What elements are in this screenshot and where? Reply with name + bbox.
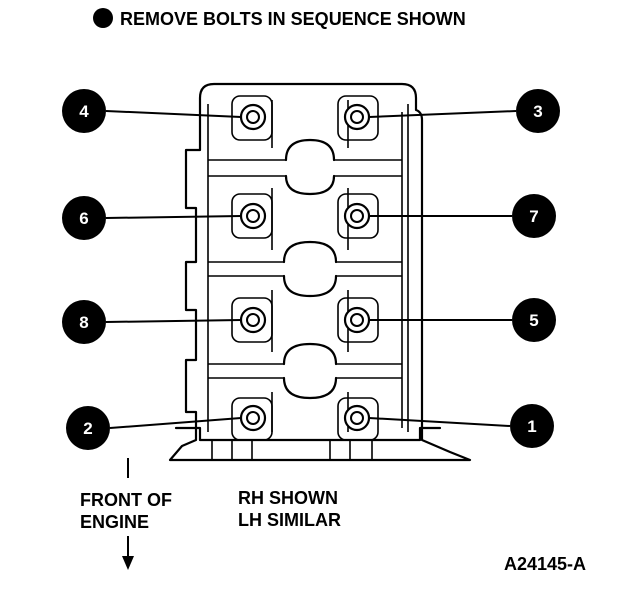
bolt-head-icon [343, 103, 371, 131]
bolt-sequence-layer: 4 3 6 7 8 5 2 1 [62, 89, 560, 450]
bolt-head-icon [239, 306, 267, 334]
bolt-center-icon [246, 411, 260, 425]
bolt-head-icon [239, 404, 267, 432]
leader-line [105, 110, 242, 118]
bolt-callout-3: 3 [343, 89, 560, 133]
leader-line [105, 215, 242, 219]
arrow-down-icon [122, 556, 134, 570]
bolt-callout-4: 4 [62, 89, 267, 133]
bolt-head-icon [239, 202, 267, 230]
leader-line [105, 319, 242, 323]
bolt-callout-2: 2 [66, 404, 267, 450]
sequence-marker [510, 404, 554, 448]
bolt-callout-6: 6 [62, 196, 267, 240]
cylinder-head-drawing [168, 82, 472, 462]
figure-id: A24145-A [504, 554, 586, 574]
sequence-number: 1 [527, 417, 536, 436]
bolt-center-icon [350, 411, 364, 425]
bolt-callout-5: 5 [343, 298, 556, 342]
shown-note-line2: LH SIMILAR [238, 510, 341, 530]
sequence-number: 7 [529, 207, 538, 226]
header-title: REMOVE BOLTS IN SEQUENCE SHOWN [120, 9, 466, 29]
bullet-icon [93, 8, 113, 28]
bolt-center-icon [350, 313, 364, 327]
bolt-callout-8: 8 [62, 300, 267, 344]
sequence-number: 2 [83, 419, 92, 438]
sequence-number: 6 [79, 209, 88, 228]
sequence-number: 5 [529, 311, 538, 330]
bolt-callout-1: 1 [343, 404, 554, 448]
bolt-center-icon [246, 110, 260, 124]
bolt-center-icon [246, 209, 260, 223]
bolt-center-icon [246, 313, 260, 327]
sequence-marker [512, 298, 556, 342]
leader-line [368, 417, 511, 427]
front-label-line1: FRONT OF [80, 490, 172, 510]
sequence-marker [62, 300, 106, 344]
sequence-number: 4 [79, 102, 89, 121]
sequence-marker [62, 89, 106, 133]
sequence-marker [516, 89, 560, 133]
bolt-center-icon [350, 209, 364, 223]
shown-note-line1: RH SHOWN [238, 488, 338, 508]
sequence-number: 3 [533, 102, 542, 121]
bolt-callout-7: 7 [343, 194, 556, 238]
sequence-number: 8 [79, 313, 88, 332]
leader-line [109, 417, 242, 429]
bolt-head-icon [343, 202, 371, 230]
sequence-marker [66, 406, 110, 450]
front-label-line2: ENGINE [80, 512, 149, 532]
bolt-head-icon [343, 404, 371, 432]
bolt-center-icon [350, 110, 364, 124]
bolt-head-icon [343, 306, 371, 334]
leader-line [368, 110, 517, 118]
front-arrow [122, 458, 134, 570]
bolt-head-icon [239, 103, 267, 131]
sequence-marker [62, 196, 106, 240]
sequence-marker [512, 194, 556, 238]
